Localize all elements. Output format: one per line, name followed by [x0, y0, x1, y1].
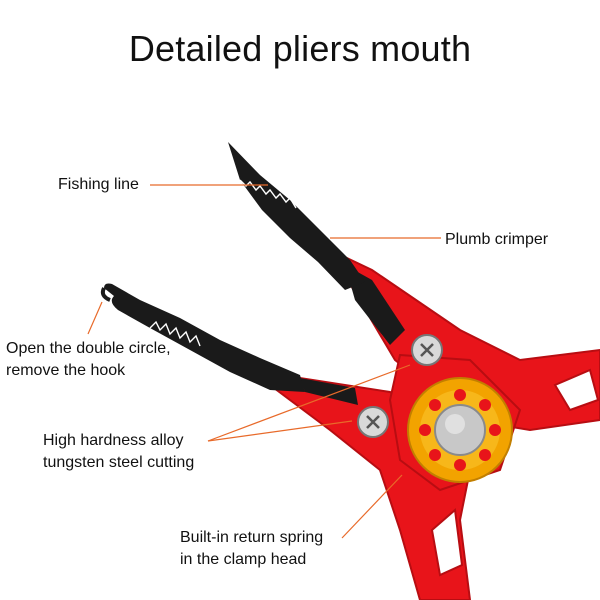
screw-lower-icon [357, 406, 389, 438]
callout-text-line-2: remove the hook [6, 362, 126, 379]
callout-return-spring: Built-in return spring in the clamp head [180, 527, 323, 571]
callout-text-line-1: Open the double circle, [6, 340, 171, 357]
callout-fishing-line: Fishing line [58, 174, 139, 196]
page-title: Detailed pliers mouth [128, 28, 472, 69]
callout-open-double-circle: Open the double circle, remove the hook [6, 338, 171, 382]
lower-jaw [100, 283, 305, 392]
callout-text-line-1: High hardness alloy [43, 432, 184, 449]
leader-lines [87, 184, 441, 539]
callout-alloy-cutting: High hardness alloy tungsten steel cutti… [43, 430, 194, 474]
callout-text-line-2: in the clamp head [180, 551, 307, 568]
callout-text: Plumb crimper [445, 231, 549, 248]
callout-text-line-2: tungsten steel cutting [43, 454, 195, 471]
callout-plumb-crimper: Plumb crimper [445, 229, 548, 251]
upper-jaw [228, 142, 365, 290]
callout-text-line-1: Built-in return spring [180, 529, 324, 546]
screw-upper-icon [411, 334, 443, 366]
pivot-ring [407, 377, 513, 483]
callout-text: Fishing line [58, 176, 139, 193]
